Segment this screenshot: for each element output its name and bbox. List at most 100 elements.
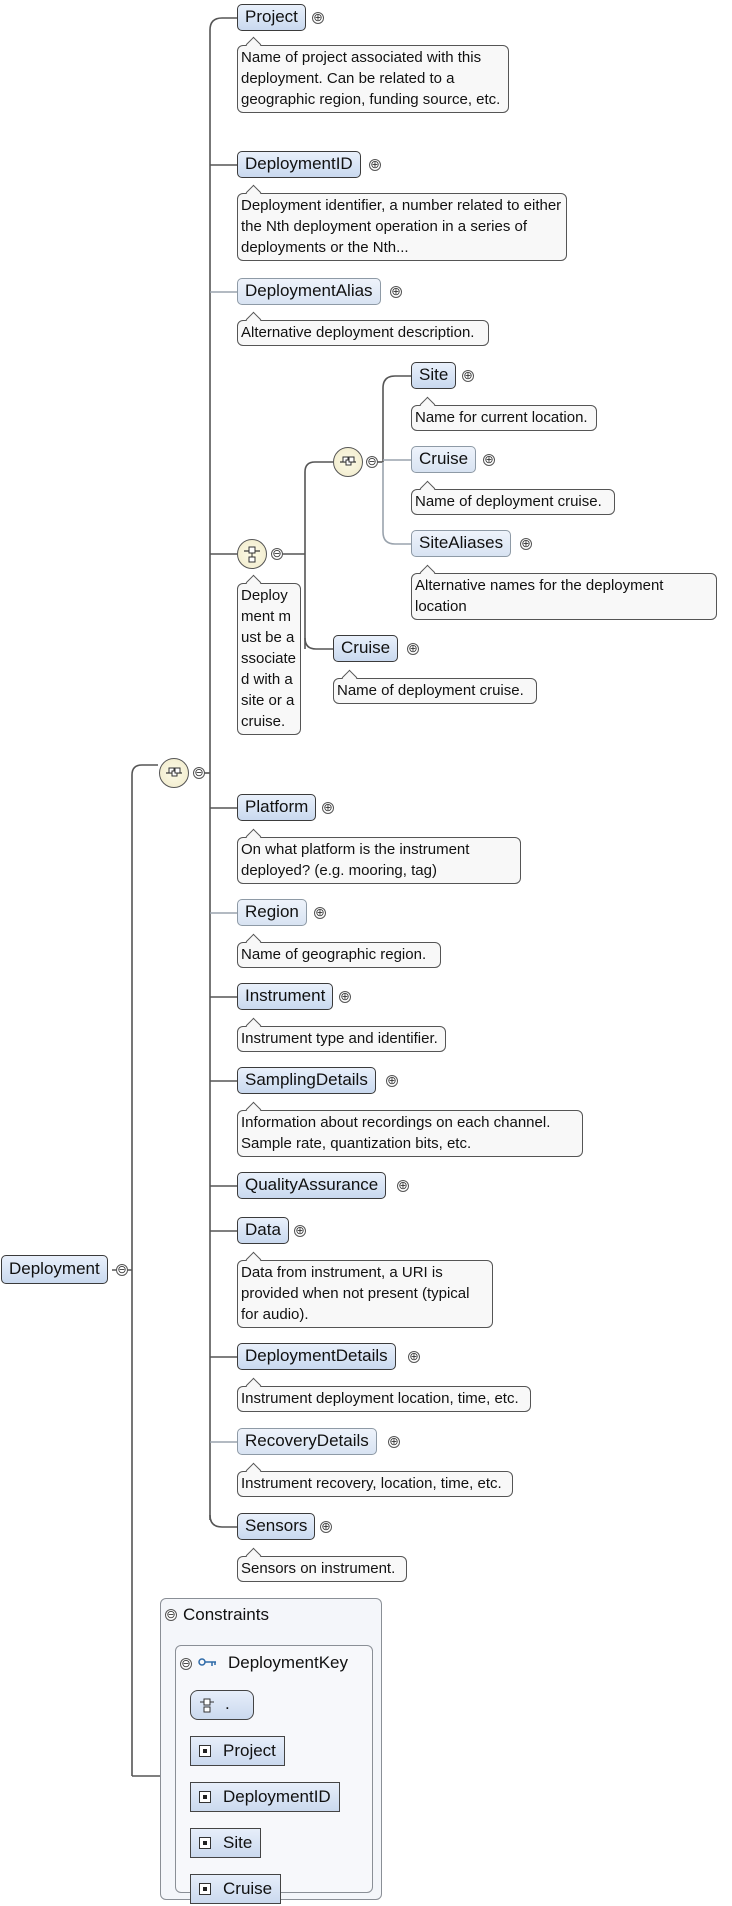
annotation-instrument: Instrument type and identifier. — [237, 1026, 446, 1052]
field-marker-icon — [199, 1745, 211, 1757]
element-project[interactable]: Project — [237, 4, 306, 31]
selector[interactable]: . — [190, 1690, 254, 1720]
element-deployment-alias[interactable]: DeploymentAlias — [237, 278, 381, 305]
expand-icon[interactable]: ⊕ — [390, 286, 402, 298]
element-site-cruise[interactable]: Cruise — [411, 446, 477, 473]
choice-compositor[interactable] — [237, 539, 267, 569]
element-site[interactable]: Site — [411, 362, 457, 389]
field-marker-icon — [199, 1791, 211, 1803]
annotation-recovery-details: Instrument recovery, location, time, etc… — [237, 1471, 513, 1497]
annotation-deployment-alias: Alternative deployment description. — [237, 320, 489, 346]
element-quality-assurance[interactable]: QualityAssurance — [237, 1172, 387, 1199]
element-deployment-details[interactable]: DeploymentDetails — [237, 1343, 396, 1370]
root-element-deployment[interactable]: Deployment — [1, 1255, 108, 1284]
expand-icon[interactable]: ⊕ — [397, 1180, 409, 1192]
annotation-site-cruise: Name of deployment cruise. — [411, 489, 615, 515]
element-label: Cruise — [341, 638, 391, 657]
element-label: SiteAliases — [419, 533, 504, 552]
key-name: DeploymentKey — [228, 1653, 349, 1672]
expand-icon[interactable]: ⊕ — [462, 370, 474, 382]
annotation-region: Name of geographic region. — [237, 942, 441, 968]
sequence-compositor-icon — [166, 767, 182, 777]
expand-icon[interactable]: ⊕ — [339, 991, 351, 1003]
root-label: Deployment — [9, 1259, 100, 1278]
expand-icon[interactable]: ⊕ — [314, 907, 326, 919]
collapse-icon[interactable]: ⊖ — [116, 1264, 128, 1276]
expand-icon[interactable]: ⊕ — [483, 454, 495, 466]
annotation-deployment-details: Instrument deployment location, time, et… — [237, 1386, 531, 1412]
expand-icon[interactable]: ⊕ — [320, 1521, 332, 1533]
element-label: Platform — [245, 797, 309, 816]
annotation-deployment-id: Deployment identifier, a number related … — [237, 193, 567, 261]
element-label: Instrument — [245, 986, 326, 1005]
element-label: DeploymentAlias — [245, 281, 373, 300]
expand-icon[interactable]: ⊕ — [312, 12, 324, 24]
element-label: RecoveryDetails — [245, 1431, 369, 1450]
expand-icon[interactable]: ⊕ — [386, 1075, 398, 1087]
element-sampling-details[interactable]: SamplingDetails — [237, 1067, 376, 1094]
element-data[interactable]: Data — [237, 1217, 289, 1244]
field-label: Cruise — [223, 1879, 273, 1898]
sequence-compositor-main[interactable] — [159, 758, 189, 788]
expand-icon[interactable]: ⊕ — [408, 1351, 420, 1363]
collapse-icon[interactable]: ⊖ — [271, 548, 283, 560]
collapse-icon[interactable]: ⊖ — [193, 767, 205, 779]
element-label: Project — [245, 7, 298, 26]
field-deployment-id[interactable]: DeploymentID — [190, 1782, 340, 1812]
key-icon — [198, 1658, 216, 1666]
element-sensors[interactable]: Sensors — [237, 1513, 316, 1540]
element-region[interactable]: Region — [237, 899, 307, 926]
element-site-aliases[interactable]: SiteAliases — [411, 530, 512, 557]
field-label: DeploymentID — [223, 1787, 331, 1806]
element-platform[interactable]: Platform — [237, 794, 317, 821]
element-label: Sensors — [245, 1516, 308, 1535]
element-label: Region — [245, 902, 299, 921]
choice-compositor-icon — [200, 1698, 214, 1713]
expand-icon[interactable]: ⊕ — [520, 538, 532, 550]
expand-icon[interactable]: ⊕ — [294, 1225, 306, 1237]
annotation-data: Data from instrument, a URI is provided … — [237, 1260, 493, 1328]
expand-icon[interactable]: ⊕ — [407, 643, 419, 655]
selector-xpath: . — [225, 1694, 230, 1713]
constraints-title: Constraints — [183, 1605, 269, 1624]
annotation-cruise: Name of deployment cruise. — [333, 678, 537, 704]
element-label: SamplingDetails — [245, 1070, 368, 1089]
element-label: Site — [419, 365, 449, 384]
field-marker-icon — [199, 1883, 211, 1895]
field-label: Project — [223, 1741, 276, 1760]
expand-icon[interactable]: ⊕ — [388, 1436, 400, 1448]
annotation-site-aliases: Alternative names for the deployment loc… — [411, 573, 717, 620]
element-recovery-details[interactable]: RecoveryDetails — [237, 1428, 377, 1455]
annotation-project: Name of project associated with this dep… — [237, 45, 509, 113]
element-label: DeploymentID — [245, 154, 353, 173]
element-deployment-id[interactable]: DeploymentID — [237, 151, 361, 178]
constraints-box: ⊖ Constraints ⊖ DeploymentKey . Project … — [160, 1598, 382, 1904]
key-box: ⊖ DeploymentKey . Project DeploymentID S… — [175, 1645, 373, 1904]
element-cruise[interactable]: Cruise — [333, 635, 399, 662]
field-project[interactable]: Project — [190, 1736, 285, 1766]
expand-icon[interactable]: ⊕ — [322, 802, 334, 814]
element-instrument[interactable]: Instrument — [237, 983, 334, 1010]
annotation-sensors: Sensors on instrument. — [237, 1556, 407, 1582]
field-label: Site — [223, 1833, 253, 1852]
element-label: QualityAssurance — [245, 1175, 379, 1194]
annotation-choice: Deployment must be associated with a sit… — [237, 583, 301, 735]
field-site[interactable]: Site — [190, 1828, 262, 1858]
element-label: Cruise — [419, 449, 469, 468]
collapse-icon[interactable]: ⊖ — [366, 456, 378, 468]
annotation-sampling-details: Information about recordings on each cha… — [237, 1110, 583, 1157]
collapse-icon[interactable]: ⊖ — [180, 1658, 192, 1670]
choice-compositor-icon — [244, 546, 260, 563]
field-cruise[interactable]: Cruise — [190, 1874, 282, 1904]
element-label: DeploymentDetails — [245, 1346, 388, 1365]
collapse-icon[interactable]: ⊖ — [165, 1609, 177, 1621]
annotation-site: Name for current location. — [411, 405, 597, 431]
sequence-compositor-site[interactable] — [333, 447, 363, 477]
element-label: Data — [245, 1220, 281, 1239]
field-marker-icon — [199, 1837, 211, 1849]
expand-icon[interactable]: ⊕ — [369, 159, 381, 171]
sequence-compositor-icon — [340, 456, 356, 466]
annotation-platform: On what platform is the instrument deplo… — [237, 837, 521, 884]
